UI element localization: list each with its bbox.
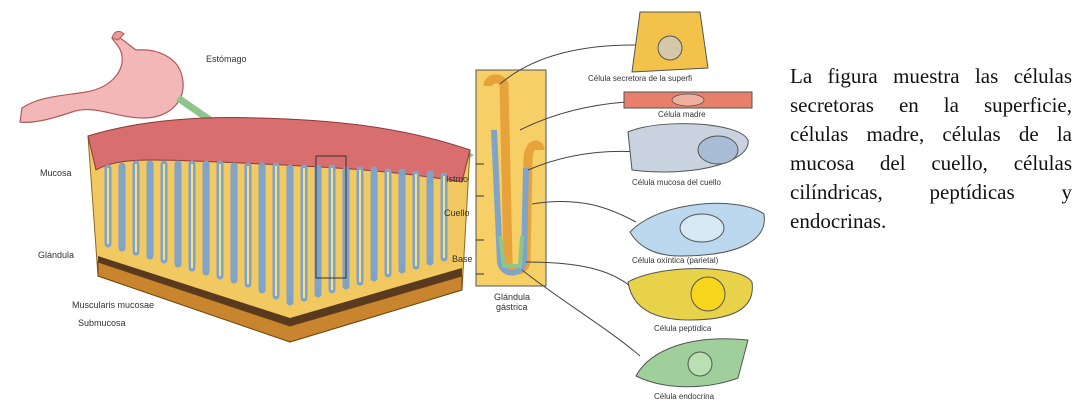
base-label: Base <box>452 254 473 264</box>
cuello-label: Cuello <box>444 208 470 218</box>
cell-mucous-neck <box>628 124 748 172</box>
glandula-label: Glándula <box>38 250 74 260</box>
stomach-label: Estómago <box>206 54 247 64</box>
cell-label-surface: Célula secretora de la superfi <box>588 74 692 83</box>
cell-oxyntic-parietal <box>630 203 764 256</box>
cell-endocrine <box>636 339 748 387</box>
gland-title-line2: gástrica <box>496 302 528 312</box>
cell-stem <box>624 92 752 108</box>
gastric-gland <box>476 70 546 286</box>
cell-label-endocrine: Célula endocrina <box>654 392 714 401</box>
gland-title-line1: Glándula <box>494 292 530 302</box>
muscularis-label: Muscularis mucosae <box>72 300 154 310</box>
cell-peptic <box>628 269 752 321</box>
cell-label-oxyntic: Célula oxíntica (parietal) <box>632 256 718 265</box>
cell-label-stem: Célula madre <box>658 110 706 119</box>
figure-caption: La figura muestra las células secretoras… <box>790 62 1072 236</box>
cell-label-peptic: Célula peptídica <box>654 324 711 333</box>
cell-label-mucous-neck: Célula mucosa del cuello <box>632 178 721 187</box>
mucosa-label: Mucosa <box>40 168 72 178</box>
stomach-illustration <box>20 31 183 122</box>
submucosa-label: Submucosa <box>78 318 126 328</box>
istmo-label: Istmo <box>446 174 468 184</box>
cell-surface-secretory <box>632 12 708 72</box>
